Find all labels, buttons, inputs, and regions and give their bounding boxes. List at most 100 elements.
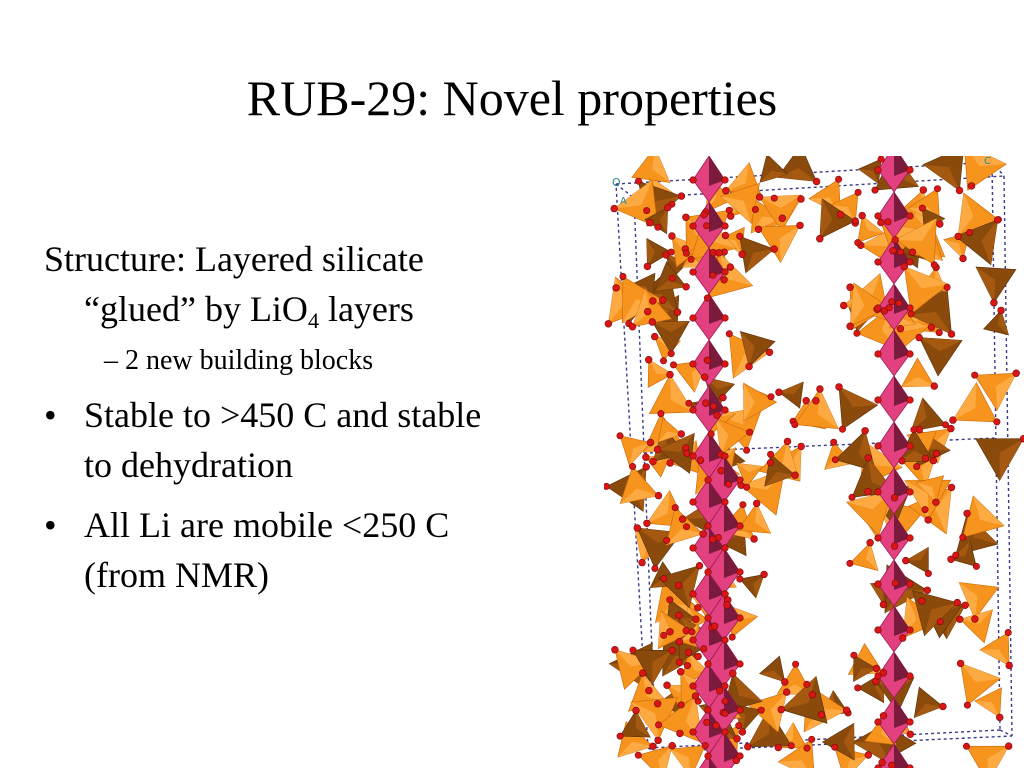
oxygen-atom — [733, 735, 741, 743]
oxygen-atom — [658, 296, 667, 304]
lio4-face — [894, 698, 910, 728]
oxygen-atom — [655, 721, 663, 729]
oxygen-atom — [689, 544, 697, 552]
oxygen-atom — [864, 751, 872, 759]
silicate-tetrahedron — [646, 238, 672, 267]
oxygen-atom — [736, 660, 744, 668]
oxygen-atom — [895, 299, 903, 307]
oxygen-atom — [879, 669, 887, 677]
oxygen-atom — [743, 483, 751, 491]
oxygen-atom — [643, 262, 652, 271]
tetrahedron-face — [995, 373, 1017, 411]
tetrahedron-face — [682, 565, 700, 608]
oxygen-atom — [831, 743, 839, 751]
tetrahedron-face — [759, 195, 801, 208]
oxygen-atom — [874, 396, 882, 404]
bullet-stability: • Stable to >450 C and stable to dehydra… — [44, 390, 604, 490]
tetrahedron-face — [759, 670, 785, 682]
oxygen-atom — [638, 558, 646, 567]
oxygen-atom — [708, 535, 717, 543]
oxygen-atom — [770, 245, 778, 253]
oxygen-atom — [953, 598, 961, 607]
oxygen-atom — [667, 248, 675, 256]
oxygen-atom — [653, 445, 662, 454]
tetrahedron-face — [759, 170, 788, 183]
oxygen-atom — [791, 421, 799, 429]
axis-label-a: A — [620, 196, 627, 207]
tetrahedron-face — [997, 310, 1009, 335]
oxygen-atom — [688, 628, 696, 636]
oxygen-atom — [713, 411, 721, 419]
oxygen-atom — [837, 210, 845, 219]
oxygen-atom — [947, 555, 955, 563]
oxygen-atom — [721, 636, 729, 644]
oxygen-atom — [1005, 661, 1013, 670]
tetrahedron-face — [642, 673, 669, 705]
oxygen-atom — [835, 383, 843, 391]
oxygen-atom — [675, 637, 684, 646]
oxygen-atom — [666, 370, 674, 379]
tetrahedron-face — [850, 282, 865, 327]
oxygen-atom — [864, 488, 872, 496]
oxygen-atom — [906, 730, 914, 738]
tetrahedron-face — [777, 168, 817, 182]
oxygen-atom — [677, 701, 685, 709]
oxygen-atom — [906, 396, 914, 404]
oxygen-atom — [783, 437, 792, 446]
oxygen-atom — [906, 626, 914, 634]
oxygen-atom — [924, 569, 932, 577]
oxygen-atom — [835, 175, 843, 183]
oxygen-atom — [871, 186, 879, 194]
oxygen-atom — [721, 222, 729, 230]
oxygen-atom — [891, 579, 899, 587]
oxygen-atom — [604, 320, 613, 328]
oxygen-atom — [682, 249, 690, 257]
oxygen-atom — [930, 382, 938, 390]
oxygen-atom — [689, 360, 697, 368]
tetrahedron-face — [974, 701, 1000, 718]
slide-title: RUB-29: Novel properties — [246, 70, 778, 126]
oxygen-atom — [959, 533, 967, 541]
oxygen-atom — [962, 742, 970, 750]
structure-glued-text: “glued” by LiO — [84, 289, 308, 329]
oxygen-atom — [861, 427, 869, 435]
oxygen-atom — [710, 402, 718, 410]
oxygen-atom — [738, 250, 746, 259]
lio4-face — [724, 502, 740, 532]
oxygen-atom — [668, 274, 676, 282]
oxygen-atom — [689, 452, 697, 460]
silicate-tetrahedron — [819, 198, 856, 240]
tetrahedron-face — [652, 156, 670, 183]
oxygen-atom — [689, 222, 697, 230]
oxygen-atom — [874, 304, 882, 312]
tetrahedron-face — [715, 418, 729, 455]
tetrahedron-face — [979, 649, 1010, 666]
oxygen-atom — [874, 488, 882, 496]
oxygen-atom — [628, 323, 637, 331]
oxygen-atom — [897, 248, 905, 256]
oxygen-atom — [721, 231, 730, 240]
oxygen-atom — [721, 268, 729, 276]
tetrahedron-face — [781, 676, 817, 710]
oxygen-atom — [675, 658, 683, 666]
oxygen-atom — [610, 204, 618, 213]
oxygen-atom — [803, 680, 811, 688]
oxygen-atom — [971, 371, 979, 379]
oxygen-atom — [650, 332, 659, 341]
tetrahedron-face — [901, 377, 935, 387]
tetrahedron-face — [755, 503, 771, 534]
oxygen-atom — [918, 204, 926, 212]
oxygen-atom — [710, 622, 719, 630]
tetrahedron-face — [658, 610, 671, 649]
oxygen-atom — [666, 628, 674, 636]
oxygen-atom — [721, 728, 729, 736]
cell-edge — [655, 735, 1013, 753]
oxygen-atom — [689, 728, 697, 736]
oxygen-atom — [956, 615, 964, 623]
oxygen-atom — [715, 686, 724, 695]
oxygen-atom — [700, 373, 709, 381]
oxygen-atom — [643, 207, 651, 215]
tetrahedron-face — [666, 528, 704, 546]
oxygen-atom — [913, 463, 921, 471]
oxygen-atom — [721, 682, 729, 690]
